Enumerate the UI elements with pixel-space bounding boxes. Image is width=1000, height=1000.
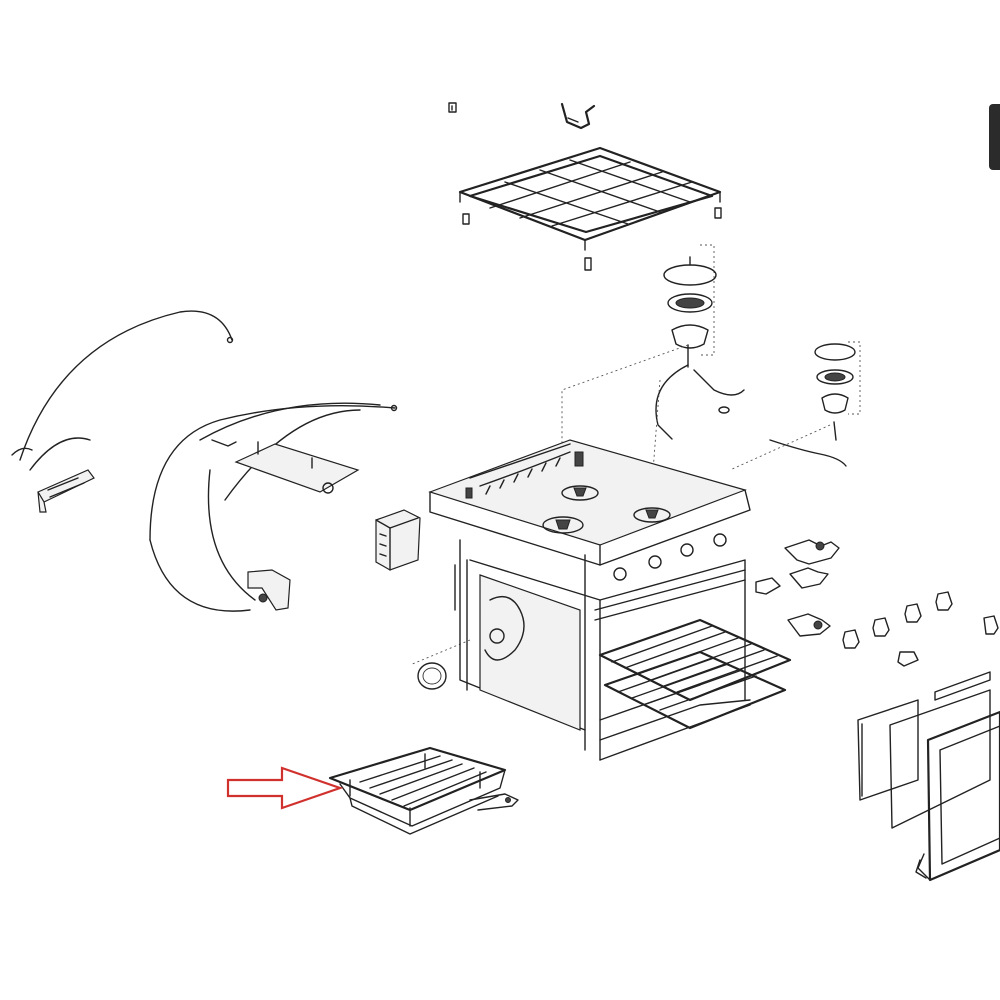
oven-light-icon [417, 662, 447, 690]
oven-door-icon [857, 671, 1000, 882]
oven-rack-icon [598, 618, 792, 741]
pan-support-grid-icon [458, 146, 722, 271]
bracket-icon [247, 569, 291, 611]
oven-cavity-icon [454, 539, 751, 761]
grill-pan-icon [328, 746, 519, 835]
wire-harness-icon [11, 310, 398, 612]
bracket-icon [560, 102, 596, 130]
cooktop-icon [428, 439, 751, 581]
burner-icon [769, 341, 861, 467]
gas-valve-icon [755, 539, 919, 667]
knob-icon [842, 591, 999, 649]
page-edge-tab [989, 104, 1000, 170]
burner-icon [655, 244, 745, 440]
screw-icon [448, 102, 457, 113]
igniter-module-icon [37, 469, 95, 513]
switch-block-icon [375, 509, 421, 571]
mounting-plate-icon [211, 439, 360, 494]
arrow-right-icon [226, 766, 344, 810]
